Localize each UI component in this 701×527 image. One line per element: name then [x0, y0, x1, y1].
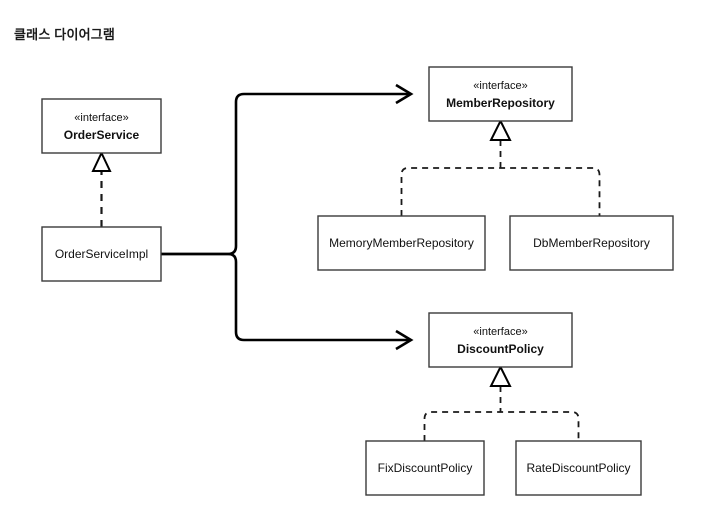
association-line-discount-policy: [161, 252, 409, 342]
class-node-memory-member-repository[interactable]: MemoryMemberRepository: [317, 215, 486, 271]
page-title: 클래스 다이어그램: [14, 27, 116, 42]
realization-dashed-bus: [423, 411, 580, 441]
class-name-label: MemberRepository: [446, 96, 555, 110]
class-stereotype-label: «interface»: [473, 80, 527, 92]
class-box-rect[interactable]: [509, 215, 674, 271]
edge-impl-realizes-order-service: [91, 150, 112, 227]
edge-impl-uses-discount-policy: [161, 252, 414, 351]
class-box-rect[interactable]: [515, 440, 642, 496]
class-stereotype-label: «interface»: [74, 112, 128, 124]
class-node-discount-policy[interactable]: «interface» DiscountPolicy: [428, 312, 573, 368]
class-box-rect[interactable]: [41, 226, 162, 282]
class-name-label: MemoryMemberRepository: [329, 236, 474, 250]
class-name-label: FixDiscountPolicy: [378, 461, 473, 475]
class-box-rect[interactable]: [428, 312, 573, 368]
class-box-rect[interactable]: [428, 66, 573, 122]
hollow-triangle-icon: [91, 150, 112, 172]
class-box-rect[interactable]: [41, 98, 162, 154]
class-name-label: OrderServiceImpl: [55, 247, 148, 261]
class-stereotype-label: «interface»: [473, 326, 527, 338]
open-arrowhead-icon: [395, 329, 414, 351]
class-node-member-repository[interactable]: «interface» MemberRepository: [428, 66, 573, 122]
hollow-triangle-icon: [489, 364, 512, 387]
edge-member-repository-realizations: [400, 118, 601, 216]
open-arrowhead-icon: [395, 83, 414, 105]
class-name-label: OrderService: [64, 128, 140, 142]
class-node-fix-discount-policy[interactable]: FixDiscountPolicy: [365, 440, 485, 496]
class-node-rate-discount-policy[interactable]: RateDiscountPolicy: [515, 440, 642, 496]
realization-dashed-bus: [400, 167, 601, 216]
class-name-label: DbMemberRepository: [533, 236, 650, 250]
edge-discount-policy-realizations: [423, 364, 580, 441]
class-node-db-member-repository[interactable]: DbMemberRepository: [509, 215, 674, 271]
hollow-triangle-icon: [489, 118, 512, 141]
class-node-order-service[interactable]: «interface» OrderService: [41, 98, 162, 154]
class-name-label: RateDiscountPolicy: [526, 461, 630, 475]
class-name-label: DiscountPolicy: [457, 342, 544, 356]
class-box-rect[interactable]: [365, 440, 485, 496]
class-node-order-service-impl[interactable]: OrderServiceImpl: [41, 226, 162, 282]
class-box-rect[interactable]: [317, 215, 486, 271]
